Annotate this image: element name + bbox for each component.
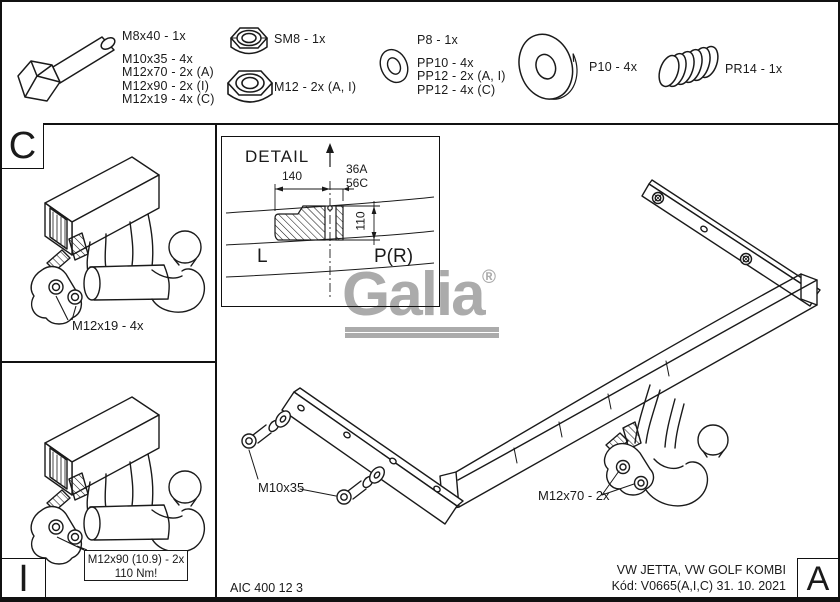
detail-side-right: P(R)	[374, 246, 414, 267]
revision-letter-box: A	[797, 558, 838, 598]
spring-icon	[658, 45, 719, 88]
detail-dim-height: 110	[353, 211, 368, 231]
view-i-callout-line2: 110 Nm!	[114, 568, 158, 580]
bolt-label-item: M10x35 - 4x	[122, 52, 193, 66]
view-c-letter: C	[8, 124, 37, 167]
hex-bolt-icon	[17, 36, 116, 102]
hex-nut-icon	[226, 70, 274, 103]
detail-side-left: L	[257, 246, 268, 267]
view-i-leader-lines	[56, 536, 88, 551]
washer-small-icon	[379, 48, 409, 84]
main-callout-bolt: M10x35	[258, 480, 305, 495]
detail-title: DETAIL	[245, 147, 310, 166]
bolt-label-primary: M8x40 - 1x	[122, 29, 186, 43]
detail-code-bottom: 56C	[346, 176, 369, 190]
parts-list-strip: M8x40 - 1x M10x35 - 4x M12x70 - 2x (A) M…	[2, 2, 838, 125]
view-i-callout-box: M12x90 (10.9) - 2x 110 Nm!	[84, 550, 188, 581]
view-i-letter: I	[18, 558, 29, 600]
detail-dim-length: 140	[282, 169, 303, 183]
view-c-drawing	[2, 130, 218, 368]
locknut-icon	[229, 27, 269, 55]
washer-small-item: PP12 - 4x (C)	[417, 82, 496, 97]
view-i-callout-line1: M12x90 (10.9) - 2x	[87, 554, 185, 566]
washer-large-label: P10 - 4x	[589, 60, 638, 74]
brand-logo: Galia ®	[342, 264, 527, 344]
nut-label: M12 - 2x (A, I)	[274, 80, 357, 94]
view-i-letter-box: I	[2, 558, 46, 600]
main-callout-towball: M12x70 - 2x	[538, 488, 610, 503]
doc-number: AIC 400 12 3	[230, 581, 303, 595]
washer-small-list: PP10 - 4x PP12 - 2x (A, I) PP12 - 4x (C)	[417, 56, 506, 97]
detail-section-drawing	[225, 143, 435, 299]
logo-bar	[345, 327, 499, 332]
left-cell-divider	[2, 361, 216, 363]
view-c-leader-lines	[55, 295, 77, 321]
logo-bar	[345, 333, 499, 338]
washer-large-icon	[518, 33, 578, 100]
bolt-label-item: M12x90 - 2x (I)	[122, 78, 210, 93]
detail-box	[221, 136, 440, 307]
washer-small-item: PP10 - 4x	[417, 56, 474, 70]
detail-code-top: 36A	[346, 162, 368, 176]
bolt-label-item: M12x19 - 4x (C)	[122, 92, 215, 107]
spring-label: PR14 - 1x	[725, 62, 783, 76]
locknut-label: SM8 - 1x	[274, 32, 326, 46]
view-c-callout: M12x19 - 4x	[72, 318, 144, 333]
washer-small-item: PP12 - 2x (A, I)	[417, 69, 506, 84]
bolt-label-list: M10x35 - 4x M12x70 - 2x (A) M12x90 - 2x …	[122, 52, 215, 107]
view-c-letter-box: C	[2, 123, 44, 169]
view-i-drawing	[2, 370, 218, 602]
washer-small-primary: P8 - 1x	[417, 33, 458, 47]
main-assembly-drawing	[241, 179, 821, 525]
registered-mark: ®	[482, 267, 496, 288]
revision-letter: A	[806, 560, 830, 598]
code-date-line: Kód: V0665(A,I,C) 31. 10. 2021	[611, 579, 786, 593]
brand-logo-text: Galia	[342, 260, 486, 329]
vehicle-model-line: VW JETTA, VW GOLF KOMBI	[616, 563, 786, 577]
bolt-label-item: M12x70 - 2x (A)	[122, 65, 214, 80]
column-divider	[215, 123, 217, 597]
